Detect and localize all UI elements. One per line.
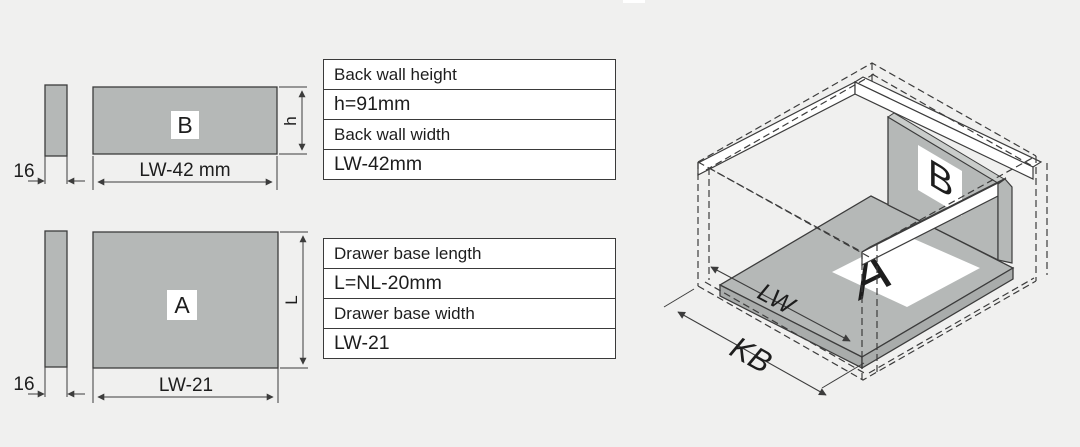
drawer-base-thickness-dim: 16 (13, 374, 34, 395)
back-wall-height-dim: h (281, 116, 300, 125)
spec-row-back-wall-height-value: h=91mm (324, 89, 615, 119)
spec-row-drawer-base-width-label: Drawer base width (324, 298, 615, 328)
drawer-base-label-box (167, 290, 197, 320)
back-wall-spec-table: Back wall height h=91mm Back wall width … (323, 59, 616, 180)
top-crop-strip (623, 0, 645, 3)
back-wall-thickness-dim: 16 (13, 161, 34, 182)
back-wall-label-box (171, 111, 199, 139)
iso-rail-back-right (854, 81, 1034, 180)
drawer-base-part-label: A (174, 292, 190, 318)
iso-cabinet-dashed-outline (697, 62, 1048, 381)
back-wall-width-dim: LW-42 mm (139, 160, 230, 181)
drawer-base-flat-views (28, 230, 308, 403)
drawer-base-side-view (44, 230, 68, 368)
spec-row-back-wall-width-value: LW-42mm (324, 149, 615, 179)
iso-label-b-box (918, 145, 962, 216)
isometric-drawer-view: A B (663, 62, 1048, 396)
iso-lw-dimension-line (710, 266, 851, 342)
iso-label-a-box (832, 235, 980, 307)
back-wall-side-view (44, 84, 68, 157)
spec-row-back-wall-width-label: Back wall width (324, 119, 615, 149)
drawer-base-width-dim: LW-21 (159, 375, 213, 396)
iso-kb-dimension-line (677, 311, 827, 396)
back-wall-part-label: B (177, 112, 192, 138)
iso-back-wall-end-post (997, 178, 1013, 264)
drawer-base-spec-table: Drawer base length L=NL-20mm Drawer base… (323, 238, 616, 359)
iso-cabinet-width-dim: KB (725, 329, 778, 380)
spec-row-drawer-base-width-value: LW-21 (324, 328, 615, 358)
spec-row-drawer-base-length-value: L=NL-20mm (324, 268, 615, 298)
drawer-base-length-dim: L (282, 295, 301, 304)
back-wall-flat-views (28, 84, 307, 190)
spec-row-drawer-base-length-label: Drawer base length (324, 239, 615, 268)
spec-row-back-wall-height-label: Back wall height (324, 60, 615, 89)
